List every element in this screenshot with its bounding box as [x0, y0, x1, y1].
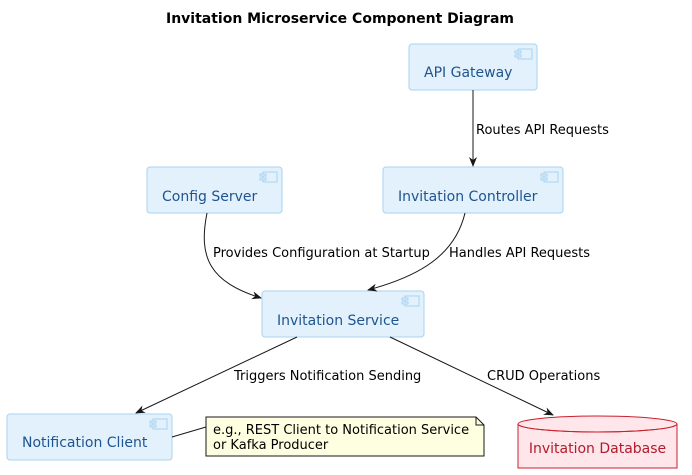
note-fold — [475, 417, 484, 426]
invitation-service-component[interactable]: Invitation Service — [261, 290, 425, 338]
implementation-note: e.g., REST Client to Notification Servic… — [171, 416, 485, 457]
edge-service-to-notification: Triggers Notification Sending — [135, 336, 421, 414]
component-icon — [401, 295, 420, 307]
edge-label-crud-operations: CRUD Operations — [487, 369, 600, 384]
config-server-label: Config Server — [162, 189, 258, 205]
invitation-database[interactable]: Invitation Database — [517, 415, 678, 469]
diagram-title: Invitation Microservice Component Diagra… — [166, 11, 514, 27]
note-connector — [171, 426, 207, 438]
edge-label-triggers-notification: Triggers Notification Sending — [233, 369, 421, 384]
edge-gateway-to-controller: Routes API Requests — [469, 90, 609, 167]
edge-label-handles-api-requests: Handles API Requests — [449, 246, 590, 261]
note-line-1: e.g., REST Client to Notification Servic… — [213, 423, 469, 438]
notification-client-component[interactable]: Notification Client — [6, 413, 173, 461]
config-server-component[interactable]: Config Server — [146, 166, 283, 214]
api-gateway-label: API Gateway — [424, 65, 512, 81]
invitation-service-label: Invitation Service — [277, 313, 399, 329]
component-icon — [514, 48, 533, 60]
edge-label-routes-api-requests: Routes API Requests — [476, 123, 609, 138]
edge-config-to-service: Provides Configuration at Startup — [203, 212, 430, 300]
invitation-controller-label: Invitation Controller — [398, 189, 538, 205]
invitation-controller-component[interactable]: Invitation Controller — [382, 166, 564, 214]
edge-controller-to-service: Handles API Requests — [367, 212, 590, 292]
component-icon — [540, 171, 559, 183]
edge-service-to-database: CRUD Operations — [389, 336, 600, 416]
component-icon — [259, 171, 278, 183]
note-line-2: or Kafka Producer — [213, 438, 329, 453]
edge-label-provides-configuration: Provides Configuration at Startup — [213, 246, 430, 261]
api-gateway-component[interactable]: API Gateway — [408, 43, 538, 91]
component-icon — [149, 418, 168, 430]
invitation-database-label: Invitation Database — [529, 441, 666, 457]
notification-client-label: Notification Client — [22, 435, 148, 451]
